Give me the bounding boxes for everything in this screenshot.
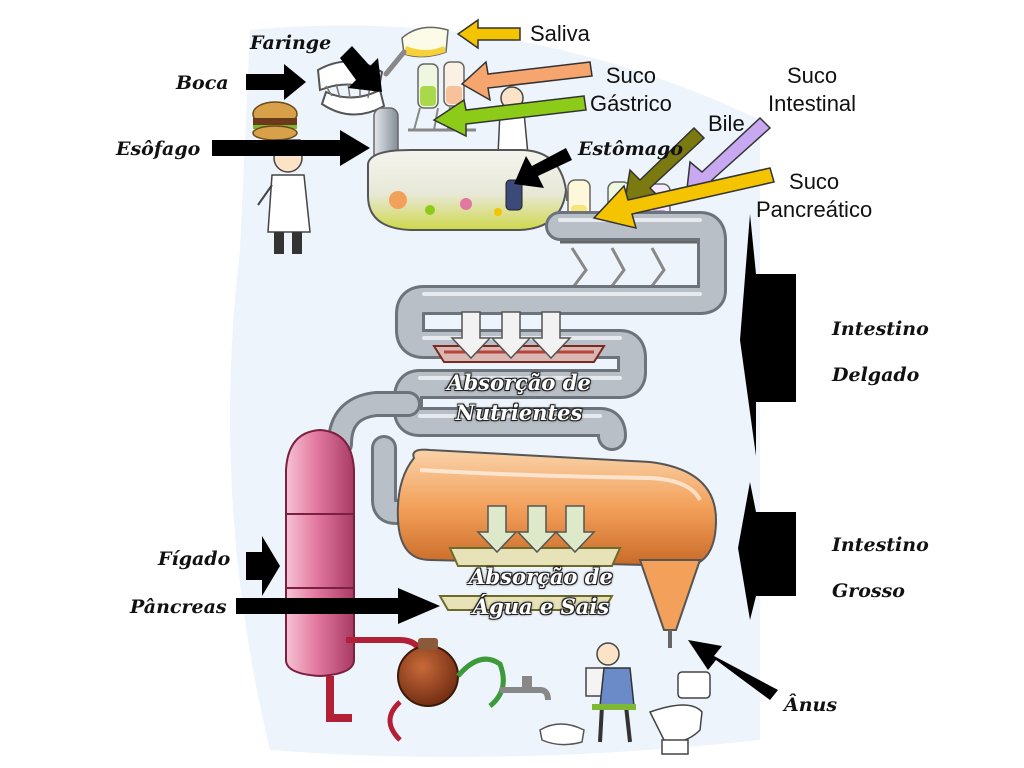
large-intestine-tank [396, 448, 718, 648]
label-suco-pancreatico: Suco Pancreático [756, 169, 873, 222]
label-intestino-grosso: Intestino Grosso [832, 534, 929, 602]
saliva-flask [383, 26, 449, 77]
label-suco-intestinal: Suco Intestinal [768, 63, 857, 116]
absorption-tray-bottom [438, 547, 622, 611]
gastric-flasks [408, 61, 476, 132]
label-absorcao-agua-sais: Absorção de Água e Sais [469, 564, 613, 619]
absorption-arrows-top [450, 311, 572, 360]
faucet [500, 676, 551, 701]
arrow-intestino-delgado [740, 214, 796, 456]
cook-figure-left [257, 139, 311, 254]
arrow-intestino-grosso [738, 482, 796, 620]
label-bile: Bile [708, 111, 745, 136]
absorption-arrows-bottom [476, 505, 596, 554]
pancreas-pot [387, 638, 506, 742]
juice-arrows [432, 18, 775, 230]
arrow-boca [246, 64, 306, 100]
arrow-suco-gastrico [460, 60, 593, 102]
arrow-anus [688, 640, 778, 700]
reading-man [539, 642, 636, 746]
label-figado: Fígado [158, 548, 231, 570]
arrow-suco-pancreatico [592, 167, 775, 230]
label-pancreas: Pâncreas [130, 596, 227, 618]
arrow-saliva [456, 18, 521, 50]
arrow-figado [246, 536, 280, 596]
label-saliva: Saliva [530, 21, 590, 46]
arrow-suco-intestinal-green [432, 95, 587, 138]
side-arrows [738, 214, 796, 620]
label-anus: Ânus [784, 694, 838, 716]
arrow-pancreas [236, 588, 440, 624]
burger [252, 101, 298, 141]
label-intestino-delgado: Intestino Delgado [832, 318, 929, 386]
label-faringe: Faringe [250, 32, 332, 54]
arrow-faringe [340, 46, 382, 92]
label-absorcao-nutrientes: Absorção de Nutrientes [447, 370, 591, 425]
label-esofago: Esôfago [116, 138, 201, 160]
toilet [648, 671, 711, 755]
label-estomago: Estômago [578, 138, 684, 160]
arrow-estomago [514, 148, 572, 188]
label-suco-gastrico: Suco Gástrico [590, 63, 672, 116]
label-boca: Boca [176, 72, 229, 94]
pointer-arrows [212, 46, 778, 700]
arrow-esofago [212, 130, 370, 166]
